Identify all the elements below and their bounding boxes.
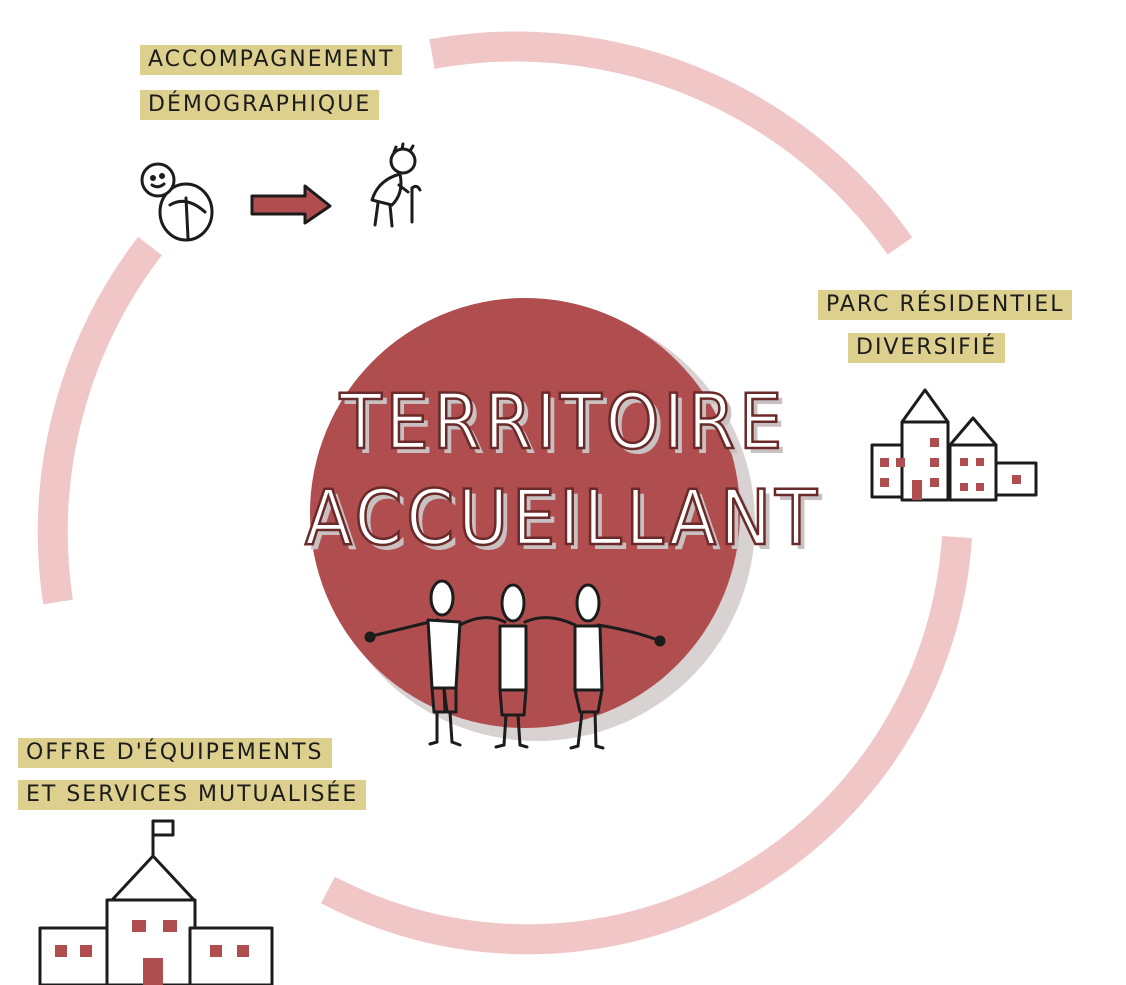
ring-arc-left	[37, 236, 162, 605]
houses-icon	[870, 388, 1038, 502]
center-disc	[310, 298, 740, 728]
label-equipements-line2: ET SERVICES MUTUALISÉE	[18, 780, 367, 810]
arrow-right	[250, 184, 332, 225]
baby-head	[140, 162, 176, 198]
ring-arc-right	[321, 536, 972, 955]
people-icon	[364, 579, 666, 750]
label-demographie-line1: ACCOMPAGNEMENT	[140, 45, 403, 75]
cycle-ring	[37, 31, 972, 955]
label-equipements-line1: OFFRE D'ÉQUIPEMENTS	[18, 738, 332, 768]
center-title-line2: ACCUEILLANT	[304, 473, 821, 562]
public-building-icon	[38, 819, 274, 985]
ring-arc-top	[429, 31, 913, 255]
label-residentiel-line2: DIVERSIFIÉ	[848, 333, 1006, 363]
center-title-line1: TERRITOIRE	[339, 377, 787, 466]
label-demographie-line2: DÉMOGRAPHIQUE	[140, 90, 380, 120]
label-residentiel-line1: PARC RÉSIDENTIEL	[818, 290, 1073, 320]
baby-to-elder-icon	[140, 142, 422, 242]
